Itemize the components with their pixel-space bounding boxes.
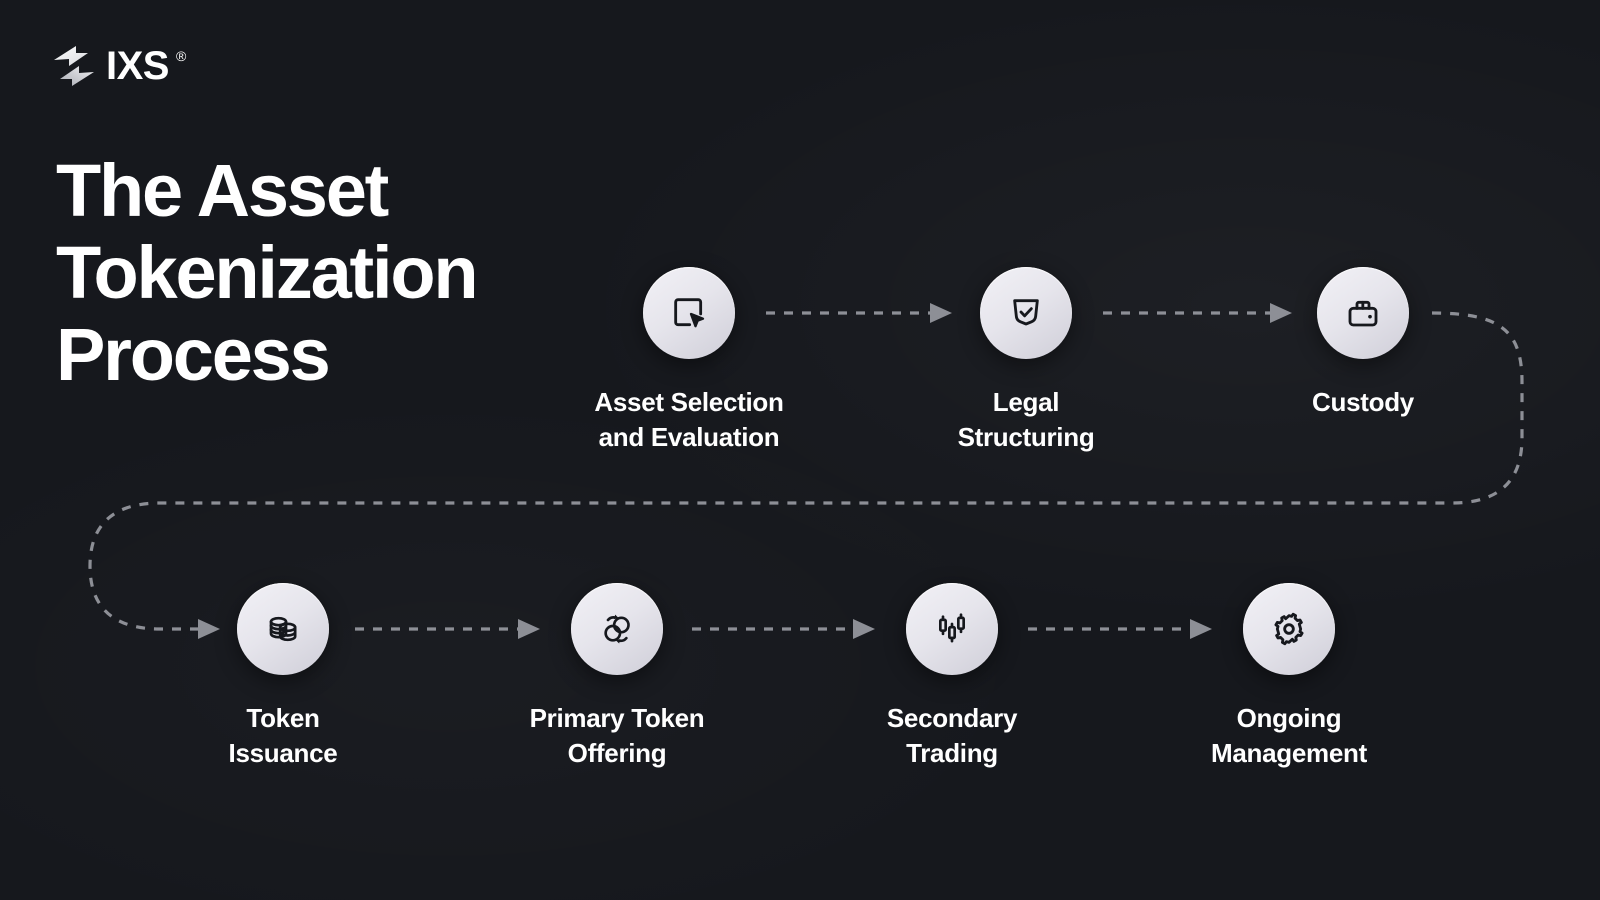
flow-step-icon-circle[interactable] — [1317, 267, 1409, 359]
flow-step-label-line-1: Secondary — [886, 703, 1018, 733]
flow-step-label-line-1: Ongoing — [1236, 703, 1342, 733]
flow-step-icon-circle[interactable] — [906, 583, 998, 675]
flow-step-icon-circle[interactable] — [237, 583, 329, 675]
flow-step-icon-circle[interactable] — [643, 267, 735, 359]
flow-step-label-line-2: Issuance — [228, 737, 338, 768]
flow-step-legal-structuring[interactable]: Legal Structuring — [896, 267, 1156, 454]
gear-cog-icon — [1274, 612, 1304, 646]
flow-step-label: Ongoing Management — [1159, 701, 1419, 770]
flow-step-label: Asset Selection and Evaluation — [559, 385, 819, 454]
flow-step-label: Legal Structuring — [896, 385, 1156, 454]
flow-step-label: Primary Token Offering — [487, 701, 747, 770]
flow-step-icon-circle[interactable] — [1243, 583, 1335, 675]
token-swap-circles-icon — [604, 614, 630, 644]
flow-step-label-line-1: Token — [246, 703, 320, 733]
flow-step-label-line-1: Legal — [992, 387, 1060, 417]
page-title: The Asset Tokenization Process — [56, 149, 616, 397]
registered-trademark-mark: ® — [175, 48, 187, 64]
flow-step-icon-circle[interactable] — [980, 267, 1072, 359]
flow-step-label-line-2: Management — [1211, 737, 1367, 768]
page-title-line-3: Process — [56, 313, 331, 397]
stacked-coins-icon — [269, 616, 297, 642]
brand-logo[interactable]: IXS ® — [52, 42, 186, 90]
flow-step-asset-selection-and-evaluation[interactable]: Asset Selection and Evaluation — [559, 267, 819, 454]
brand-wordmark: IXS — [106, 44, 169, 88]
flow-step-label-line-1: Asset Selection — [594, 387, 784, 417]
ixs-bolt-logo-icon — [54, 46, 94, 86]
flow-step-label: Secondary Trading — [822, 701, 1082, 770]
flow-step-label-line-2: and Evaluation — [598, 421, 780, 452]
flow-step-label: Token Issuance — [153, 701, 413, 770]
page-title-line-1: The Asset — [56, 149, 389, 232]
flow-step-label-line-2: Structuring — [957, 421, 1095, 452]
flow-step-token-issuance[interactable]: Token Issuance — [153, 583, 413, 770]
briefcase-vault-icon — [1348, 300, 1378, 327]
flow-step-custody[interactable]: Custody — [1233, 267, 1493, 420]
page-title-line-2: Tokenization — [56, 231, 479, 315]
flow-step-secondary-trading[interactable]: Secondary Trading — [822, 583, 1082, 770]
flow-step-label-line-1: Custody — [1312, 387, 1414, 417]
flow-step-label-line-2: Trading — [906, 737, 998, 768]
flow-step-icon-circle[interactable] — [571, 583, 663, 675]
flow-step-label-line-2: Offering — [567, 737, 667, 768]
shield-check-icon — [1013, 299, 1039, 326]
flow-step-label: Custody — [1233, 385, 1493, 420]
flow-step-primary-token-offering[interactable]: Primary Token Offering — [487, 583, 747, 770]
candlestick-chart-icon — [939, 613, 966, 643]
flow-step-label-line-1: Primary Token — [529, 703, 705, 733]
square-cursor-select-icon — [674, 298, 705, 328]
flow-step-ongoing-management[interactable]: Ongoing Management — [1159, 583, 1419, 770]
